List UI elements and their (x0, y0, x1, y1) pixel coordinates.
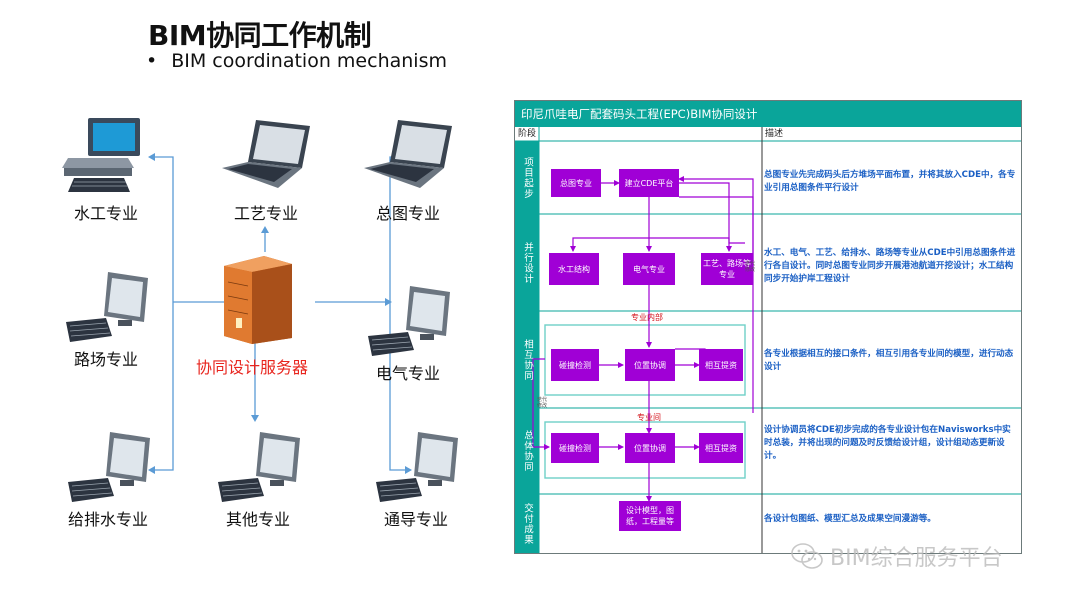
desc-1: 总图专业先完成码头后方堆场平面布置，并将其放入CDE中，各专业引用总图条件平行设… (764, 170, 1016, 193)
flowchart-panel: 印尼爪哇电厂配套码头工程(EPC)BIM协同设计 阶段 描述 (514, 100, 1022, 554)
node-label: 其他专业 (225, 510, 290, 529)
box-deliver: 设计模型，图纸，工程量等 (619, 501, 681, 531)
iteration-note-1: 迭代修改 (745, 261, 756, 273)
stage-4: 总体协同 (515, 408, 539, 494)
box-mutual-2: 相互提资 (699, 433, 743, 463)
node-gongyi: 工艺专业 (206, 118, 326, 224)
node-dianqi: 电气专业 (348, 284, 468, 384)
server-label: 协同设计服务器 (196, 358, 309, 377)
node-label: 通导专业 (383, 510, 448, 529)
laptop-icon (364, 120, 452, 188)
node-qita: 其他专业 (198, 430, 318, 530)
box-cde: 建立CDE平台 (619, 169, 679, 197)
stage-label: 总体协同 (522, 430, 533, 472)
subtitle-text: BIM coordination mechanism (171, 50, 447, 72)
monitor-icon (66, 272, 148, 342)
desktop-computer-icon (62, 118, 140, 192)
box-zongtu: 总图专业 (551, 169, 601, 197)
flowchart-title: 印尼爪哇电厂配套码头工程(EPC)BIM协同设计 (515, 101, 1021, 127)
box-shuigong: 水工结构 (549, 253, 599, 285)
stage-1: 项目起步 (515, 141, 539, 214)
stage-3: 相互协同 (515, 311, 539, 408)
box-gongyi: 工艺、路场等专业 (701, 253, 753, 285)
node-label: 给排水专业 (67, 510, 148, 529)
monitor-icon (68, 432, 150, 502)
box-coord-2: 位置协调 (625, 433, 675, 463)
desc-2: 水工、电气、工艺、给排水、路场等专业从CDE中引用总图条件进行各自设计。同时总图… (764, 248, 1016, 284)
node-zongtu: 总图专业 (348, 118, 468, 224)
box-mutual-1: 相互提资 (699, 349, 743, 381)
flowchart-grid-and-arrows (515, 127, 1021, 553)
monitor-icon (218, 432, 300, 502)
node-label: 水工专业 (73, 204, 138, 223)
tag-internal: 专业内部 (631, 313, 663, 322)
node-label: 路场专业 (73, 350, 138, 369)
stage-label: 交付成果 (522, 502, 533, 545)
node-shuigong: 水工专业 (46, 116, 166, 224)
node-luchang: 路场专业 (46, 270, 166, 370)
desc-3: 各专业根据相互的接口条件，相互引用各专业间的模型，进行动态设计 (764, 349, 1014, 372)
box-clash-2: 碰撞检测 (551, 433, 599, 463)
stage-label: 相互协同 (522, 338, 533, 381)
server-icon (224, 256, 292, 344)
col-desc-header: 描述 (765, 129, 784, 139)
stage-label: 项目起步 (522, 156, 533, 199)
box-clash-1: 碰撞检测 (551, 349, 599, 381)
watermark-text: BIM综合服务平台 (830, 546, 1003, 571)
desc-4: 设计协调员将CDE初步完成的各专业设计包在Navisworks中实时总装，并将出… (764, 425, 1011, 461)
page-subtitle: • BIM coordination mechanism (146, 50, 447, 72)
node-tongdao: 通导专业 (356, 430, 476, 530)
stage-label: 并行设计 (522, 241, 533, 284)
node-label: 电气专业 (375, 364, 440, 383)
desc-5: 各设计包图纸、模型汇总及成果空间漫游等。 (764, 514, 936, 524)
node-label: 总图专业 (375, 204, 440, 223)
watermark: BIM综合服务平台 (790, 540, 1003, 572)
wechat-icon (791, 543, 823, 569)
node-geipaishui: 给排水专业 (48, 430, 168, 530)
monitor-icon (368, 286, 450, 356)
stage-2: 并行设计 (515, 214, 539, 311)
laptop-icon (222, 120, 310, 188)
bullet: • (146, 50, 158, 72)
node-label: 工艺专业 (233, 204, 298, 223)
iteration-note-2: 迭代修改 (537, 397, 548, 409)
page-title: BIM协同工作机制 (148, 19, 372, 52)
col-stage-header: 阶段 (518, 129, 537, 139)
box-coord-1: 位置协调 (625, 349, 675, 381)
tag-between: 专业间 (637, 413, 661, 422)
box-dianqi: 电气专业 (623, 253, 675, 285)
monitor-icon (376, 432, 458, 502)
stage-5: 交付成果 (515, 494, 539, 553)
